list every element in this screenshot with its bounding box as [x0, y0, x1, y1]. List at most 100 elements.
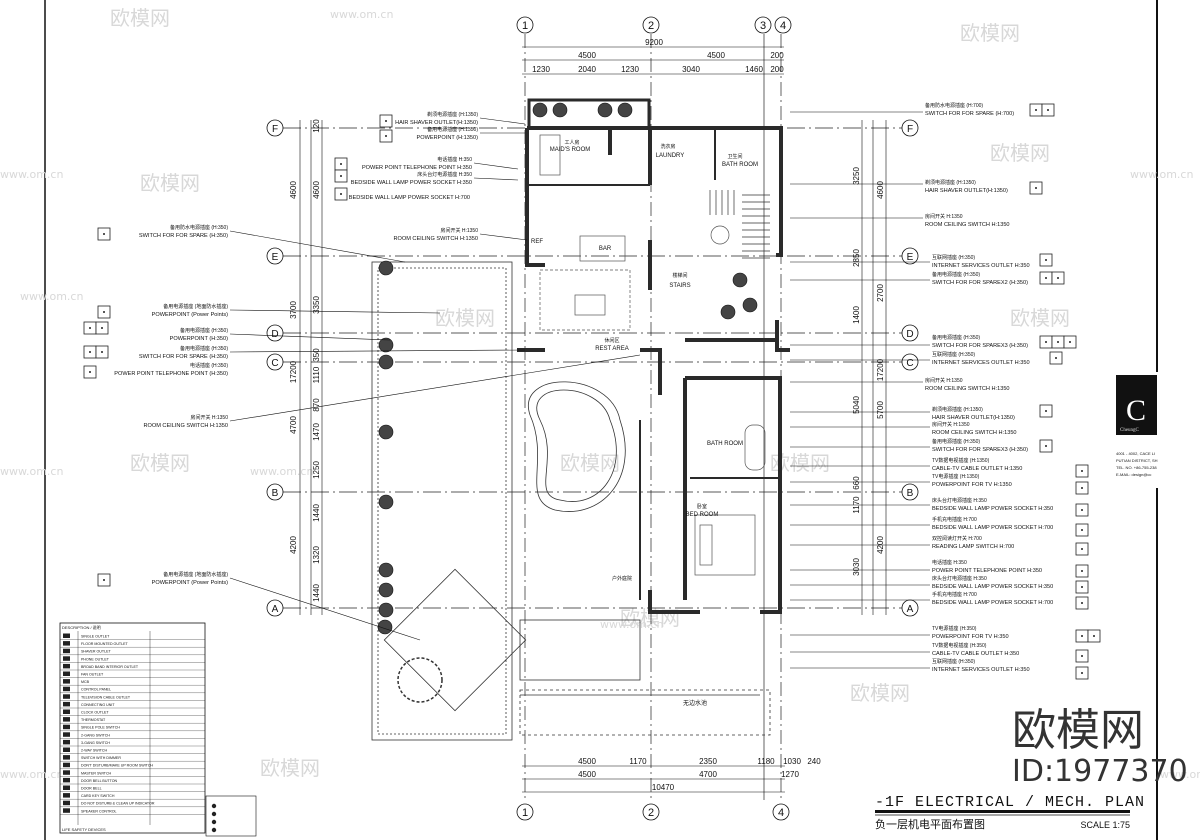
- logo-address-4: E-MAIL: design@cc: [1116, 472, 1151, 477]
- socket-pin: [89, 351, 91, 353]
- tree-icon: [742, 297, 758, 313]
- callout-label: POWERPOINT (H:1350): [417, 135, 479, 141]
- legend-item-label: SHAVER OUTLET: [81, 650, 111, 654]
- dimension-value: 3700: [289, 301, 298, 319]
- legend-symbol-icon: [63, 694, 70, 699]
- legend-symbol-icon: [63, 648, 70, 654]
- callout-cn-label: 备用电源插座 (地面防水插座): [163, 303, 228, 310]
- room-label-maids-room-cn: 工人房: [564, 139, 579, 146]
- dimension-value: 4200: [289, 536, 298, 554]
- grid-bubble: [266, 483, 284, 501]
- watermark-site: www.om.cn: [20, 290, 83, 303]
- watermark-brand: 欧模网: [110, 6, 170, 30]
- callout-label: HAIR SHAVER OUTLET(H:1350): [395, 120, 478, 126]
- legend-item-label: SWITCH WITH DIMMER: [81, 756, 121, 760]
- stairs: [709, 190, 770, 259]
- dimension-value: 2700: [876, 284, 885, 302]
- dimension-value: 3040: [682, 65, 700, 74]
- dimension-value: 870: [312, 398, 321, 412]
- legend-item-label: FAN OUTLET: [81, 673, 104, 677]
- grid-label-row: A: [907, 604, 914, 615]
- grid-bubble: [642, 803, 660, 821]
- callout-cn-label: 剃须电源插座 (H:1350): [427, 111, 478, 118]
- room-label-stairs-cn: 楼梯间: [672, 272, 687, 279]
- legend-item-label: MASTER SWITCH: [81, 771, 112, 775]
- logo-address-2: PUTIAN DISTRICT, SH: [1116, 458, 1158, 463]
- garden-terrace: [371, 261, 771, 741]
- callout-leader: [229, 349, 526, 353]
- legend-item-label: CLOCK OUTLET: [81, 711, 109, 715]
- legend-item-label: THERMOSTAT: [81, 718, 106, 722]
- legend-symbol-icon: [63, 732, 70, 737]
- legend-symbol-icon: [63, 701, 70, 707]
- legend-symbol-icon: [63, 679, 70, 684]
- grid-label-row: E: [907, 252, 914, 263]
- legend-symbol-icon: [63, 770, 70, 775]
- drawing-subtitle: 负一层机电平面布置图: [875, 817, 985, 831]
- watermark-site: www.om.cn: [0, 768, 63, 781]
- socket-pin: [1069, 341, 1071, 343]
- grid-label-row: C: [271, 358, 278, 369]
- watermark-site: www.om.cn: [0, 465, 63, 478]
- callout-label: SWITCH FOR FOR SPARE (H:700): [925, 111, 1014, 117]
- callout-cn-label: 剃须电源插座 (H:1350): [932, 406, 983, 413]
- safety-device-icon: [211, 819, 217, 825]
- callout-label: BEDSIDE WALL LAMP POWER SOCKET H:700: [932, 600, 1053, 606]
- dimension-value: 1270: [781, 770, 799, 779]
- legend-symbol-icon: [63, 717, 70, 722]
- tree-icon: [552, 102, 568, 118]
- legend-item-label: 2-GANG SWITCH: [81, 733, 110, 737]
- logo-name: CheungC: [1120, 428, 1140, 433]
- callout-cn-label: 电话插座 (H:350): [190, 362, 228, 369]
- dimension-value: 200: [770, 51, 784, 60]
- legend-symbol-icon: [63, 663, 70, 669]
- interior-furniture: [539, 134, 766, 576]
- callout-label: POWER POINT TELEPHONE POINT (H:350): [114, 371, 228, 377]
- tree-icon: [377, 619, 393, 635]
- callout-label: BEDSIDE WALL LAMP POWER SOCKET H:700: [349, 195, 470, 201]
- callout-cn-label: 房间开关 H:1350: [932, 421, 970, 428]
- socket-pin: [1035, 187, 1037, 189]
- callout-label: HAIR SHAVER OUTLET(H:1350): [925, 188, 1008, 194]
- grid-bubble: [266, 353, 284, 371]
- tree-icon: [597, 102, 613, 118]
- socket-pin: [103, 579, 105, 581]
- dimension-value: 1110: [312, 366, 321, 383]
- grid-label-row: B: [907, 488, 914, 499]
- grid-label-col: 2: [648, 20, 654, 32]
- grid-label-row: F: [272, 124, 278, 135]
- legend-item-label: PHONE OUTLET: [81, 657, 110, 661]
- room-label-pool-cn: 无边水池: [683, 699, 707, 707]
- callout-cn-label: 备用电源插座 (H:350): [180, 327, 228, 334]
- callout-cn-label: 手机充电插座 H:700: [932, 516, 977, 523]
- legend-item-label: MCB: [81, 680, 90, 684]
- callout-label: SWITCH FOR FOR SPAREX2 (H:350): [932, 280, 1028, 286]
- dimension-value: 4600: [312, 181, 321, 199]
- socket-pin: [1035, 109, 1037, 111]
- dimension-value: 1250: [312, 461, 321, 479]
- callout-label: POWERPOINT FOR TV H:350: [932, 634, 1009, 640]
- legend-symbol-icon: [63, 777, 70, 783]
- watermark-id: ID:1977370: [1012, 754, 1188, 789]
- socket-pin: [1081, 509, 1083, 511]
- callout-cn-label: 备用电源插座 (H:350): [932, 271, 980, 278]
- socket-pin: [1081, 602, 1083, 604]
- grid-label-col: 1: [522, 807, 528, 819]
- callout-cn-label: 电话插座 H:350: [437, 156, 472, 163]
- legend-item-label: BROAD BAND INTERIOR OUTLET: [81, 665, 139, 669]
- dimension-value: 4700: [289, 416, 298, 434]
- dimension-value: 240: [807, 757, 821, 766]
- callout-label: READING LAMP SWITCH H:700: [932, 544, 1014, 550]
- callout-cn-label: 房间开关 H:1350: [440, 227, 478, 234]
- socket-pin: [89, 327, 91, 329]
- socket-pin: [1055, 357, 1057, 359]
- callout-leader: [229, 309, 441, 314]
- dimension-value: 2350: [699, 757, 717, 766]
- callout-cn-label: TV数据电视插座 (H:1350): [932, 457, 990, 464]
- callout-label: INTERNET SERVICES OUTLET H:350: [932, 263, 1030, 269]
- grid-bubble: [516, 16, 534, 34]
- callout-label: BEDSIDE WALL LAMP POWER SOCKET H:350: [932, 506, 1053, 512]
- grid-bubble: [901, 324, 919, 342]
- watermark-brand: 欧模网: [260, 756, 320, 780]
- drawing-scale: SCALE 1:75: [1080, 820, 1130, 830]
